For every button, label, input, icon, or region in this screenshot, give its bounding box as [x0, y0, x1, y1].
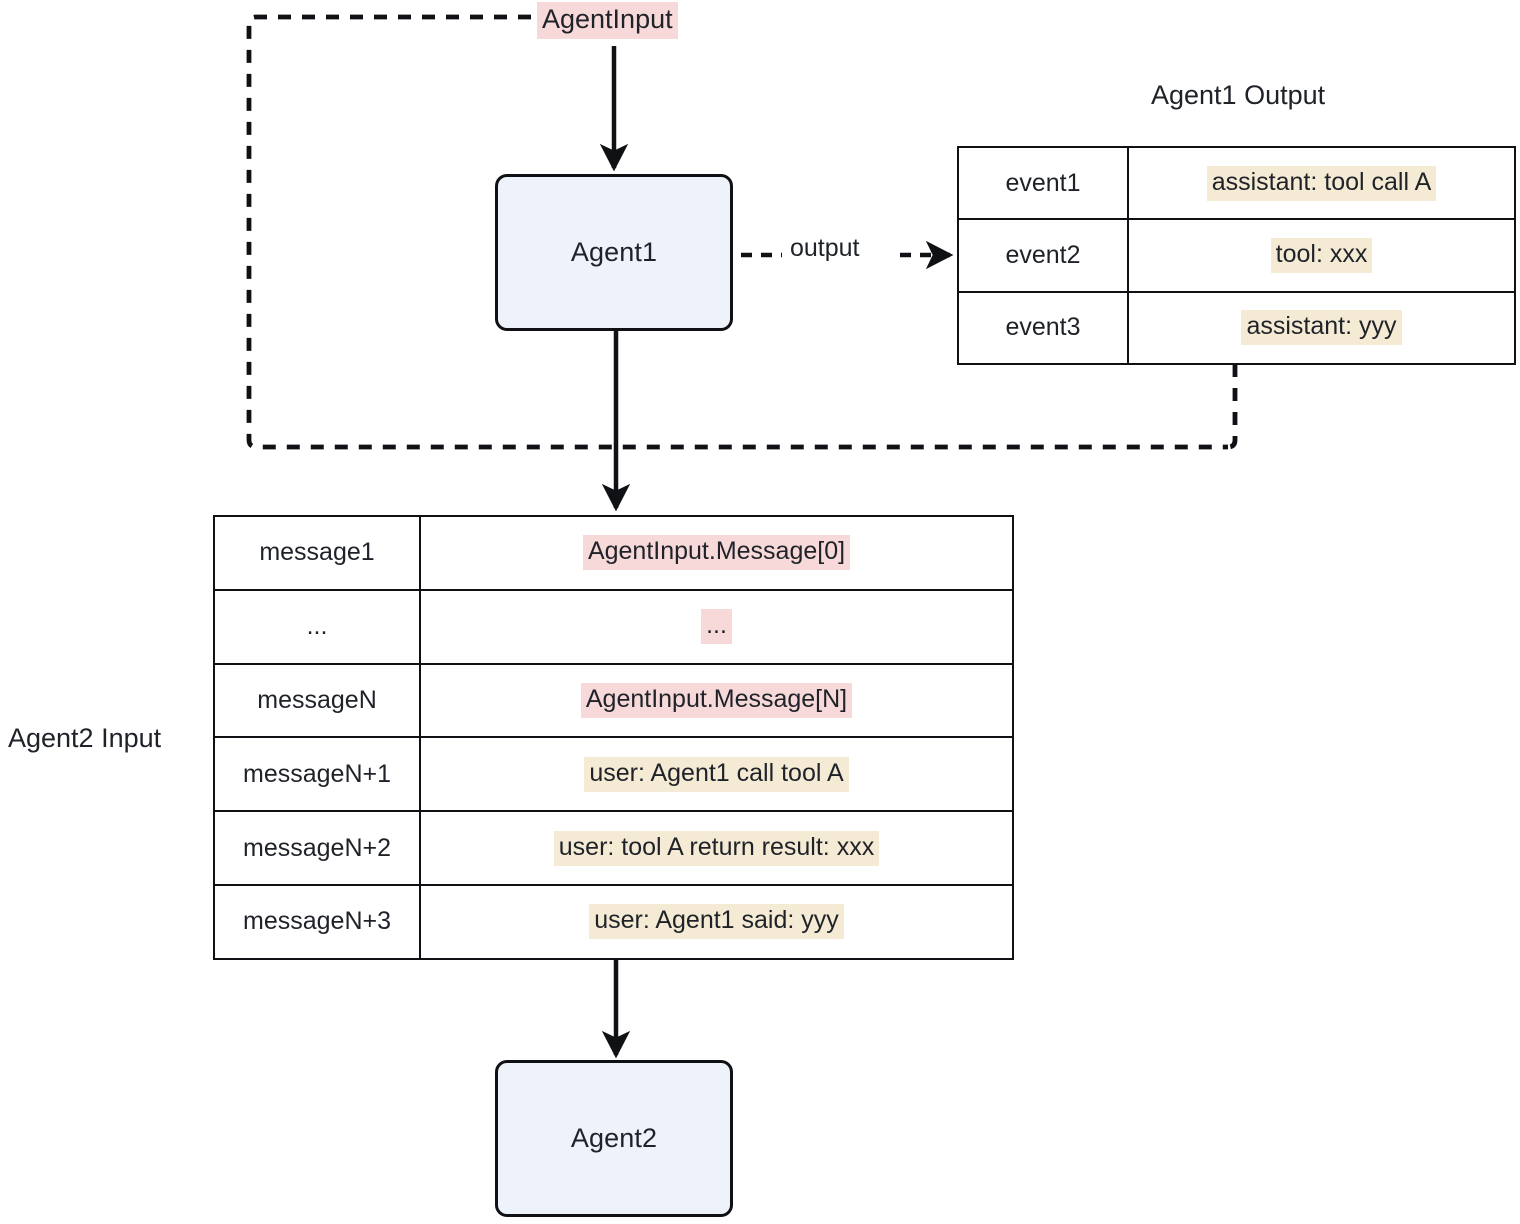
agent1-node[interactable]: Agent1 — [495, 174, 733, 331]
row-key-cell: event1 — [957, 145, 1129, 221]
row-value-cell: user: Agent1 call tool A — [419, 736, 1014, 813]
agent1-node-label: Agent1 — [570, 237, 658, 267]
agent2-node[interactable]: Agent2 — [495, 1060, 733, 1217]
table-row: messageN+1 user: Agent1 call tool A — [213, 736, 1014, 813]
table-row: event3 assistant: yyy — [957, 290, 1516, 365]
table-row: ...... — [213, 588, 1014, 665]
row-value-highlight: assistant: tool call A — [1206, 165, 1437, 201]
row-value-cell: AgentInput.Message[N] — [419, 662, 1014, 739]
row-value-cell: assistant: tool call A — [1127, 145, 1516, 221]
table-row: messageN AgentInput.Message[N] — [213, 662, 1014, 739]
edge-agent1output-feedback — [1227, 364, 1238, 450]
output-edge-label: output — [790, 234, 860, 262]
row-value-cell: AgentInput.Message[0] — [419, 515, 1014, 591]
row-value-cell: ... — [419, 588, 1014, 665]
row-key-cell: ... — [213, 588, 421, 665]
row-value-highlight: tool: xxx — [1270, 237, 1373, 273]
agent1-output-table-body: event1 assistant: tool call A event2 tool: … — [957, 145, 1516, 365]
agent2-node-label: Agent2 — [570, 1123, 658, 1153]
row-value-highlight: user: tool A return result: xxx — [553, 830, 880, 866]
agent-input-label: AgentInput — [537, 2, 678, 39]
row-value-cell: tool: xxx — [1127, 218, 1516, 293]
row-value-highlight: user: Agent1 said: yyy — [589, 904, 844, 940]
row-value-highlight: ... — [701, 609, 732, 645]
row-value-highlight: user: Agent1 call tool A — [584, 756, 849, 792]
row-key-cell: message1 — [213, 515, 421, 591]
row-key-cell: messageN+2 — [213, 810, 421, 886]
row-key-cell: messageN+3 — [213, 883, 421, 960]
row-key-cell: event2 — [957, 218, 1129, 293]
table-row: messageN+2 user: tool A return result: xx… — [213, 810, 1014, 886]
table-row: messageN+3 user: Agent1 said: yyy — [213, 883, 1014, 960]
table-row: event2 tool: xxx — [957, 218, 1516, 293]
agent1-output-table: event1 assistant: tool call A event2 tool: … — [957, 145, 1516, 365]
row-value-cell: user: Agent1 said: yyy — [419, 883, 1014, 960]
row-value-highlight: assistant: yyy — [1241, 310, 1402, 346]
agent1-output-title: Agent1 Output — [1151, 80, 1326, 110]
row-key-cell: event3 — [957, 290, 1129, 365]
row-key-cell: messageN+1 — [213, 736, 421, 813]
table-row: message1 AgentInput.Message[0] — [213, 515, 1014, 591]
row-key-cell: messageN — [213, 662, 421, 739]
row-value-cell: user: tool A return result: xxx — [419, 810, 1014, 886]
row-value-cell: assistant: yyy — [1127, 290, 1516, 365]
table-row: event1 assistant: tool call A — [957, 145, 1516, 221]
agent2-input-title: Agent2 Input — [8, 723, 162, 753]
row-value-highlight: AgentInput.Message[N] — [580, 682, 853, 718]
row-value-highlight: AgentInput.Message[0] — [582, 535, 851, 571]
